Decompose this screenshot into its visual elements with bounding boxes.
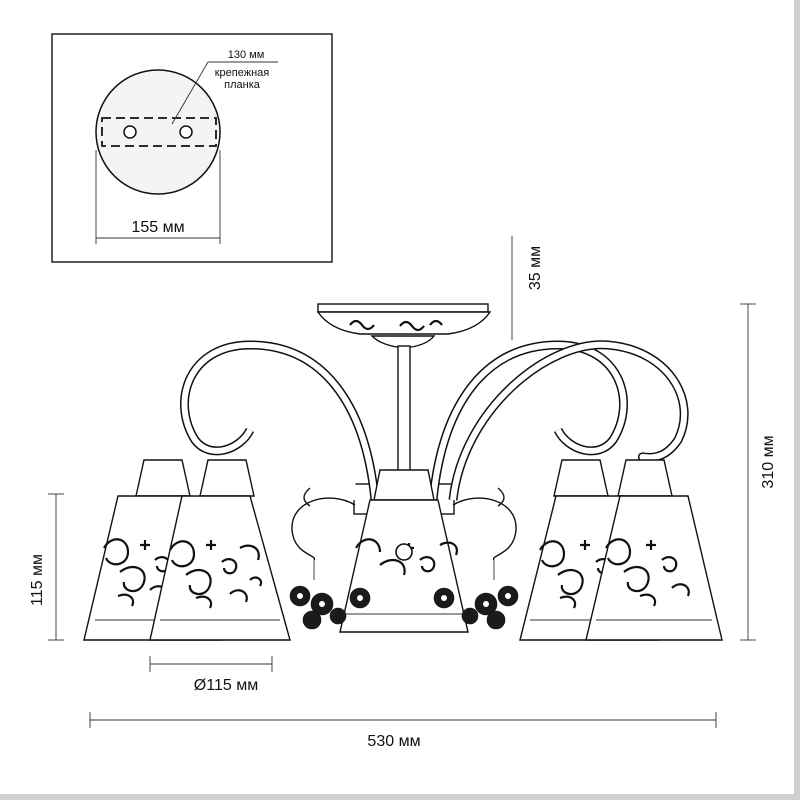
pendant-left [289,560,347,630]
plate-width-label: 130 мм [228,49,265,61]
shade-2 [149,495,291,641]
holder-3 [373,469,435,501]
hook-right [452,497,517,561]
ceiling-base-circle [95,69,221,195]
arm-inner-left [181,341,378,501]
lamp-holders [135,459,673,501]
holder-1 [135,459,191,497]
holder-2 [199,459,255,497]
shade-5 [585,495,723,641]
hook-right-curl [497,487,505,507]
mount-label-line2: планка [224,79,261,91]
canopy-ornament [349,319,443,332]
pendant-right [461,560,519,630]
holder-5 [617,459,673,497]
canopy-top-band [317,303,489,313]
hook-left [291,497,356,561]
arms [120,340,689,561]
total-height-label: 310 мм [760,435,777,488]
chandelier [83,303,723,641]
pendant-center [349,543,455,609]
mounting-plate [101,117,217,147]
mount-label-line1: крепежная [215,67,270,79]
holder-4 [553,459,609,497]
mount-hole-right [179,125,193,139]
top-gap-label: 35 мм [527,246,544,290]
ceiling-canopy [316,303,492,349]
total-width-label: 530 мм [367,733,420,750]
shades [83,495,723,641]
plate-leader-line [171,61,209,125]
dimension-lines: 35 мм 310 мм 115 мм Ø115 мм 530 мм [29,236,777,750]
arm-outer-left [120,341,358,501]
arm-inner-right [430,341,627,501]
arm-outer-right [450,341,688,501]
hook-left-curl [303,487,311,507]
mount-hole-left [123,125,137,139]
pendant-flowers [289,543,519,630]
central-stem [397,345,411,487]
shade-3 [339,499,469,633]
inset-border [51,33,333,263]
shade-height-label: 115 мм [29,554,46,606]
mount-inset: 130 мм крепежная планка 155 мм [51,33,333,263]
base-width-label: 155 мм [131,219,184,236]
shade-diameter-label: Ø115 мм [194,677,258,694]
